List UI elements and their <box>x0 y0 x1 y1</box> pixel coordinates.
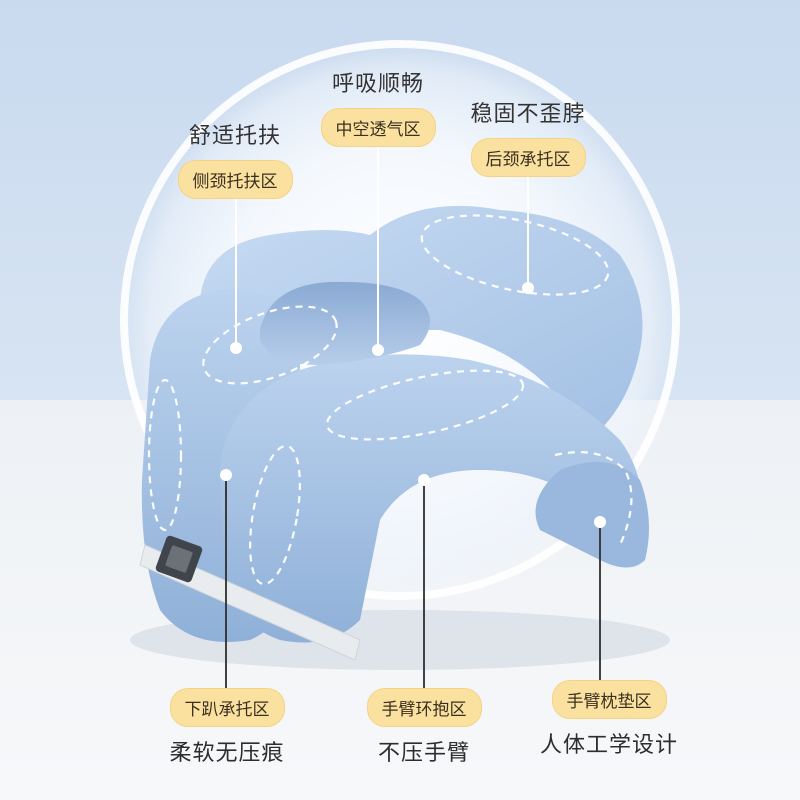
callout-hollow-ventilation: 呼吸顺畅 中空透气区 <box>308 66 448 147</box>
callout-heading: 舒适托扶 <box>188 124 281 149</box>
callout-side-neck: 舒适托扶 侧颈托扶区 <box>160 118 310 199</box>
marker-dot-arm <box>418 474 430 486</box>
feature-tag-side-neck: 侧颈托扶区 <box>177 160 293 199</box>
marker-dot-front <box>220 469 232 481</box>
callout-arm-embrace: 手臂环抱区 不压手臂 <box>340 688 508 767</box>
marker-dot-rear <box>522 282 534 294</box>
callout-caption: 人体工学设计 <box>539 733 678 758</box>
pillow-right-arm <box>535 462 649 568</box>
zone-outline-rear <box>420 214 610 296</box>
feature-tag-prone: 下趴承托区 <box>169 688 285 727</box>
callout-caption: 不压手臂 <box>377 741 470 766</box>
feature-tag-hollow: 中空透气区 <box>320 108 436 147</box>
pillow-hollow <box>260 281 430 365</box>
feature-tag-rear-neck: 后颈承托区 <box>470 138 586 177</box>
marker-dot-hollow <box>372 344 384 356</box>
buckle-inner <box>165 545 193 573</box>
pillow-front-body <box>220 354 643 643</box>
zone-outline-arm <box>249 444 301 586</box>
feature-tag-arm-embrace: 手臂环抱区 <box>366 688 482 727</box>
strap <box>139 544 361 661</box>
callout-rear-neck: 稳固不歪脖 后颈承托区 <box>448 96 608 177</box>
zone-outline-front-left <box>147 378 183 532</box>
marker-dot-side <box>230 342 242 354</box>
callout-prone-support: 下趴承托区 柔软无压痕 <box>132 688 322 767</box>
callout-caption: 柔软无压痕 <box>169 741 285 766</box>
feature-tag-arm-cushion: 手臂枕垫区 <box>551 680 667 719</box>
callout-heading: 稳固不歪脖 <box>470 102 586 127</box>
callout-arm-cushion: 手臂枕垫区 人体工学设计 <box>524 680 694 759</box>
zone-outline-hollow <box>325 369 525 441</box>
callout-heading: 呼吸顺畅 <box>331 72 424 97</box>
zone-outline-side <box>202 305 338 385</box>
marker-dot-right <box>594 516 606 528</box>
